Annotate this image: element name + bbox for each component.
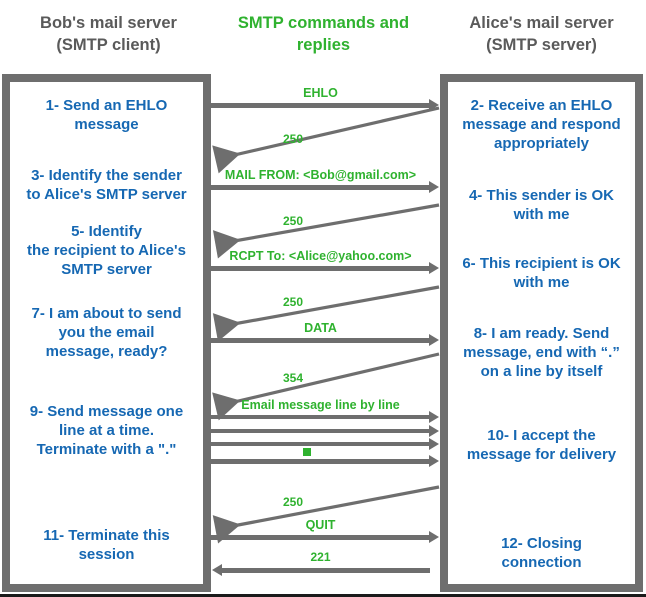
server-step-4: 4- This sender is OK with me bbox=[468, 187, 615, 224]
client-step-1: 1- Send an EHLO message bbox=[45, 97, 168, 134]
server-step-12: 12- Closing connection bbox=[501, 535, 582, 572]
column-title-server: Alice's mail server (SMTP server) bbox=[469, 14, 614, 55]
reply-arrow-250-d bbox=[212, 485, 440, 544]
label-quit: QUIT bbox=[305, 518, 336, 532]
label-ehlo: EHLO bbox=[303, 86, 338, 100]
reply-arrow-250-c bbox=[212, 285, 440, 342]
label-rcpt-to: RCPT To: <Alice@yahoo.com> bbox=[229, 249, 412, 263]
label-250-b: 250 bbox=[283, 214, 304, 228]
reply-arrow-354 bbox=[212, 352, 440, 421]
client-step-11: 11- Terminate this session bbox=[43, 527, 170, 564]
client-step-7: 7- I am about to send you the email mess… bbox=[31, 305, 182, 361]
command-arrow-message-terminator bbox=[211, 455, 439, 467]
client-step-9: 9- Send message one line at a time. Term… bbox=[29, 403, 184, 459]
column-title-protocol: SMTP commands and replies bbox=[237, 14, 410, 55]
server-steps-panel-inner: 2- Receive an EHLO message and respond a… bbox=[448, 82, 635, 584]
reply-arrow-221 bbox=[212, 564, 430, 576]
message-terminator-dot-marker bbox=[303, 448, 311, 456]
command-arrow-quit bbox=[211, 531, 439, 543]
message-lane: EHLO 250 MAIL FROM: <Bob@gmail.com> 250 … bbox=[211, 74, 440, 592]
server-step-2: 2- Receive an EHLO message and respond a… bbox=[462, 97, 621, 153]
server-step-10: 10- I accept the message for delivery bbox=[466, 427, 617, 464]
command-arrow-rcpt-to bbox=[211, 262, 439, 274]
reply-arrow-250-b bbox=[212, 203, 440, 259]
client-steps-panel-inner: 1- Send an EHLO message 3- Identify the … bbox=[10, 82, 203, 584]
server-steps-panel: 2- Receive an EHLO message and respond a… bbox=[440, 74, 643, 592]
command-arrow-message-line-3 bbox=[211, 438, 439, 450]
label-250-a: 250 bbox=[283, 132, 304, 146]
server-step-8: 8- I am ready. Send message, end with “.… bbox=[463, 325, 620, 381]
bottom-rule bbox=[0, 594, 646, 597]
column-title-client: Bob's mail server (SMTP client) bbox=[40, 14, 177, 55]
command-arrow-ehlo bbox=[211, 99, 439, 111]
command-arrow-message-line-1 bbox=[211, 411, 439, 423]
label-354: 354 bbox=[283, 371, 304, 385]
reply-arrow-250-a bbox=[212, 106, 440, 174]
command-arrow-message-line-2 bbox=[211, 425, 439, 437]
label-data: DATA bbox=[304, 321, 337, 335]
label-250-c: 250 bbox=[283, 295, 304, 309]
label-email-message: Email message line by line bbox=[241, 398, 400, 412]
label-221: 221 bbox=[310, 550, 331, 564]
reply-arrow-layer bbox=[212, 106, 440, 544]
label-mail-from: MAIL FROM: <Bob@gmail.com> bbox=[224, 168, 417, 182]
command-arrow-mail-from bbox=[211, 181, 439, 193]
client-step-3: 3- Identify the sender to Alice's SMTP s… bbox=[26, 167, 187, 204]
command-arrow-data bbox=[211, 334, 439, 346]
client-steps-panel: 1- Send an EHLO message 3- Identify the … bbox=[2, 74, 211, 592]
server-step-6: 6- This recipient is OK with me bbox=[462, 255, 621, 292]
client-step-5: 5- Identify the recipient to Alice's SMT… bbox=[27, 223, 186, 279]
label-250-d: 250 bbox=[283, 495, 304, 509]
